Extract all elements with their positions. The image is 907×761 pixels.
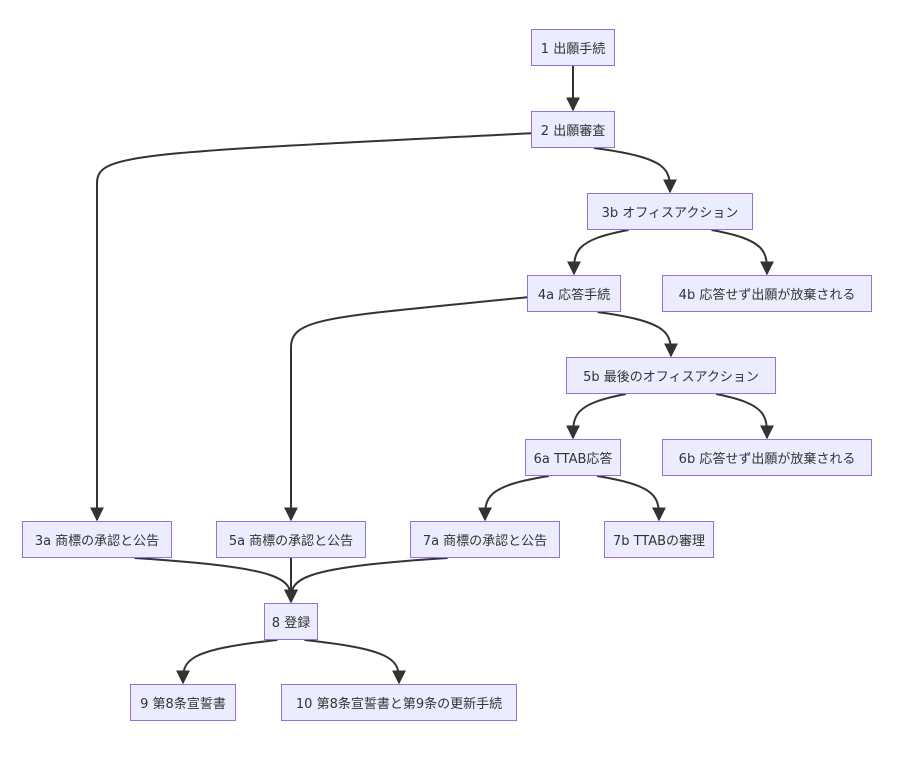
node-9-label: 9 第8条宣誓書 [140, 697, 226, 712]
edge-n2-to-n3a [90, 132, 532, 522]
edge-n2-to-n3b [593, 147, 677, 194]
node-3a-label: 3a 商標の承認と公告 [34, 534, 160, 549]
edge-n7a-to-n8 [284, 557, 448, 604]
node-7b-ttab-trial[interactable]: 7b TTABの審理 [604, 521, 714, 558]
edge-n8-to-n9 [176, 639, 278, 685]
node-1-application[interactable]: 1 出願手続 [531, 29, 615, 66]
node-2-label: 2 出願審査 [540, 124, 606, 139]
edge-n5b-to-n6b [715, 393, 774, 440]
node-3b-office-action[interactable]: 3b オフィスアクション [587, 193, 753, 230]
node-7a-approval-publication[interactable]: 7a 商標の承認と公告 [410, 521, 560, 558]
node-5b-label: 5b 最後のオフィスアクション [583, 370, 759, 385]
edge-n3b-to-n4a [567, 229, 629, 276]
node-3b-label: 3b オフィスアクション [601, 206, 739, 221]
node-6b-abandoned[interactable]: 6b 応答せず出願が放棄される [662, 439, 872, 476]
node-2-examination[interactable]: 2 出願審査 [531, 111, 615, 148]
node-6a-ttab-response[interactable]: 6a TTAB応答 [525, 439, 621, 476]
node-5a-approval-publication[interactable]: 5a 商標の承認と公告 [216, 521, 366, 558]
node-6b-label: 6b 応答せず出願が放棄される [678, 452, 856, 467]
edge-n4a-to-n5a [284, 296, 528, 522]
edge-n3a-to-n8 [134, 557, 298, 604]
node-5b-final-office-action[interactable]: 5b 最後のオフィスアクション [566, 357, 776, 394]
node-7a-label: 7a 商標の承認と公告 [422, 534, 548, 549]
edge-n8-to-n10 [304, 639, 406, 685]
node-4a-label: 4a 応答手続 [537, 288, 611, 303]
edge-n6a-to-n7b [596, 475, 666, 522]
node-9-section8-declaration[interactable]: 9 第8条宣誓書 [130, 684, 236, 721]
node-10-renewal[interactable]: 10 第8条宣誓書と第9条の更新手続 [281, 684, 517, 721]
node-3a-approval-publication[interactable]: 3a 商標の承認と公告 [22, 521, 172, 558]
node-4a-response[interactable]: 4a 応答手続 [527, 275, 621, 312]
node-6a-label: 6a TTAB応答 [533, 452, 613, 467]
node-8-registration[interactable]: 8 登録 [264, 603, 318, 640]
node-8-label: 8 登録 [271, 616, 311, 631]
node-1-label: 1 出願手続 [540, 42, 606, 57]
node-4b-label: 4b 応答せず出願が放棄される [678, 288, 856, 303]
edge-n6a-to-n7a [478, 475, 550, 522]
node-10-label: 10 第8条宣誓書と第9条の更新手続 [295, 697, 503, 712]
node-4b-abandoned[interactable]: 4b 応答せず出願が放棄される [662, 275, 872, 312]
edge-n3b-to-n4b [711, 229, 774, 276]
edge-n5b-to-n6a [566, 393, 627, 440]
node-7b-label: 7b TTABの審理 [612, 534, 706, 549]
edge-n4a-to-n5b [597, 311, 678, 358]
node-5a-label: 5a 商標の承認と公告 [228, 534, 354, 549]
